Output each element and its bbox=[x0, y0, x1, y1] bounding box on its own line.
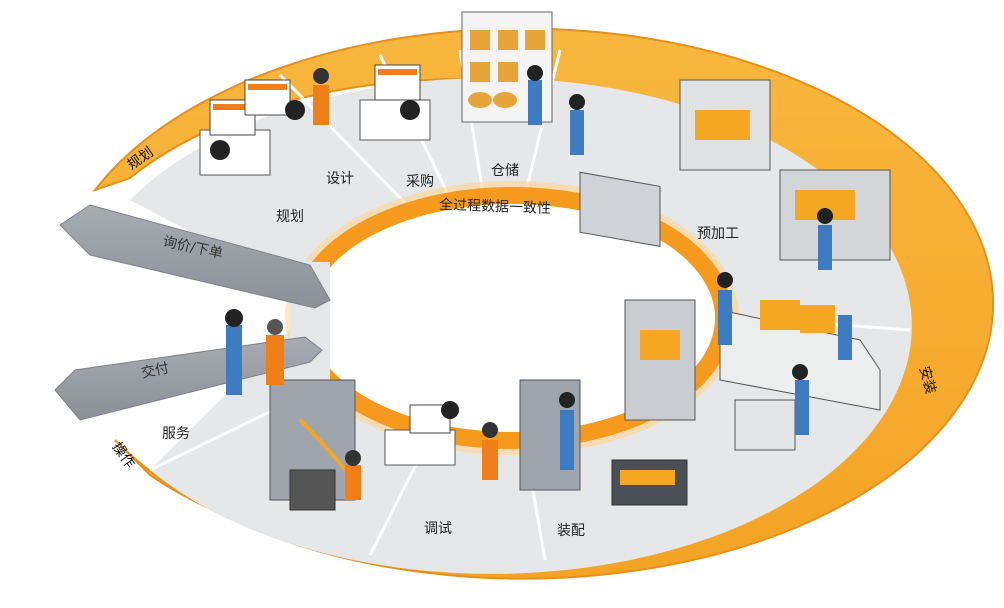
side-block-inquiry bbox=[59, 204, 331, 309]
station-label-design: 设计 bbox=[326, 171, 354, 187]
station-label-procurement: 采购 bbox=[406, 174, 434, 190]
station-label-preprocessing: 预加工 bbox=[697, 226, 739, 242]
station-label-assembly: 装配 bbox=[557, 523, 585, 539]
station-label-planning: 规划 bbox=[276, 209, 304, 225]
station-label-commissioning: 调试 bbox=[424, 521, 452, 537]
station-label-service: 服务 bbox=[162, 426, 190, 442]
side-block-delivery bbox=[54, 336, 323, 421]
station-figures bbox=[199, 11, 891, 511]
station-label-warehouse: 仓储 bbox=[491, 163, 519, 179]
center-ring-label: 全过程数据一致性 bbox=[438, 197, 552, 217]
